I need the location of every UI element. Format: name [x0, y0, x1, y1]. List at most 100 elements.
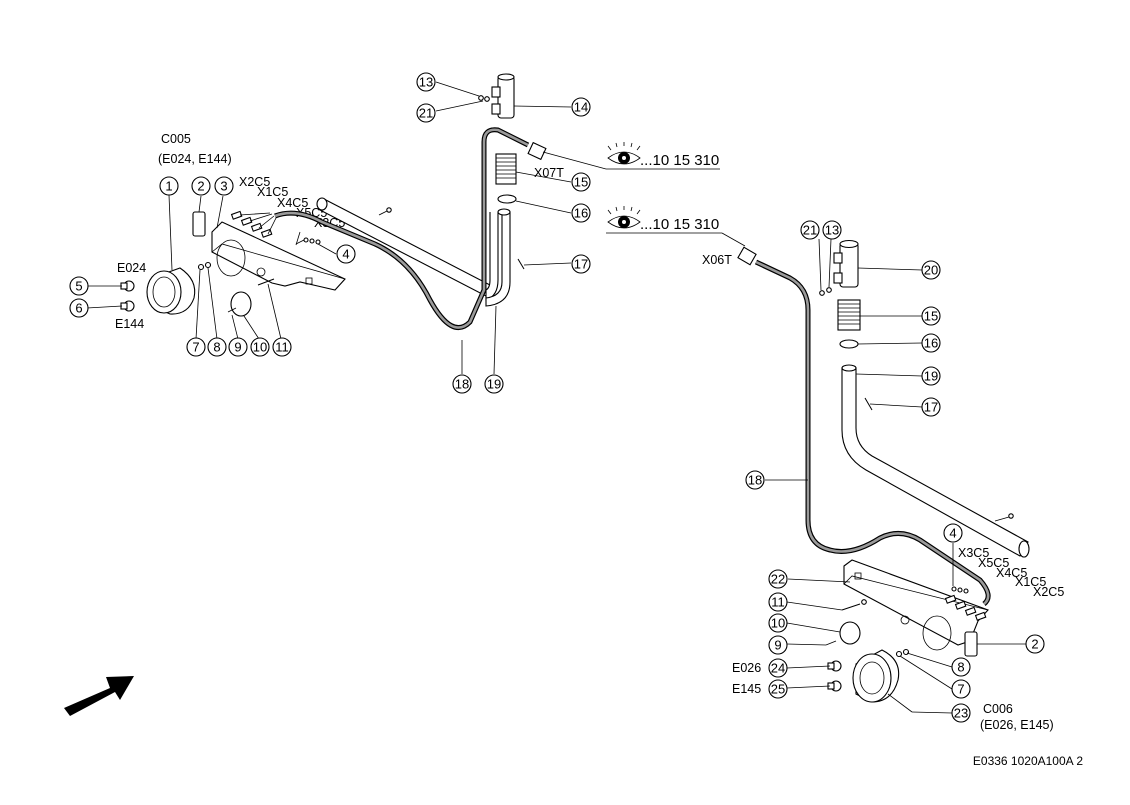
callout-25: 25 [768, 679, 788, 699]
callout-18: 18 [745, 470, 765, 490]
callout-3: 3 [214, 176, 234, 196]
callout-19: 19 [921, 366, 941, 386]
svg-text:1: 1 [165, 179, 172, 194]
right-connector-label: C006 [983, 702, 1013, 716]
callout-2: 2 [1025, 634, 1045, 654]
cable-plug [527, 141, 547, 161]
see-reference-text: ...10 15 310 [640, 152, 719, 169]
callout-9: 9 [768, 635, 788, 655]
left-bulb-lower-label: E144 [115, 317, 144, 331]
svg-text:3: 3 [220, 179, 227, 194]
washer-icon [1008, 513, 1014, 519]
reflector-lens [192, 211, 206, 237]
leader-lines [765, 238, 1026, 714]
support-tube [841, 364, 1030, 558]
callout-7: 7 [951, 679, 971, 699]
svg-text:19: 19 [924, 369, 938, 384]
callout-19: 19 [484, 374, 504, 394]
svg-text:8: 8 [213, 340, 220, 355]
right-lamps-label: (E026, E145) [980, 718, 1054, 732]
left-connector-label: C005 [161, 132, 191, 146]
svg-text:20: 20 [924, 263, 938, 278]
reflector-lens [964, 631, 978, 657]
screw-icon [841, 603, 861, 611]
svg-text:2: 2 [1031, 637, 1038, 652]
svg-text:10: 10 [253, 340, 267, 355]
svg-text:18: 18 [748, 473, 762, 488]
eye-icon [607, 142, 641, 165]
lamp-cover [230, 291, 252, 317]
svg-text:21: 21 [419, 106, 433, 121]
callout-11: 11 [272, 337, 292, 357]
svg-text:13: 13 [825, 223, 839, 238]
right-plug-label: X3C5 [958, 546, 989, 560]
see-reference: ...10 15 310 [606, 206, 746, 247]
callout-8: 8 [951, 657, 971, 677]
spring [495, 153, 517, 185]
callout-15: 15 [921, 306, 941, 326]
svg-text:16: 16 [924, 336, 938, 351]
callout-9: 9 [228, 337, 248, 357]
callout-23: 23 [951, 703, 971, 723]
callout-17: 17 [921, 397, 941, 417]
left-bulb-upper-label: E024 [117, 261, 146, 275]
callout-4: 4 [336, 244, 356, 264]
callout-22: 22 [768, 569, 788, 589]
callout-6: 6 [69, 298, 89, 318]
tube-clamp [833, 239, 859, 288]
callout-11: 11 [768, 592, 788, 612]
svg-text:2: 2 [197, 179, 204, 194]
nut-icon [204, 261, 212, 269]
support-tube [485, 208, 511, 307]
lamp-cover [839, 621, 861, 645]
callout-24: 24 [768, 658, 788, 678]
callout-10: 10 [768, 613, 788, 633]
callout-21: 21 [800, 220, 820, 240]
right-bulb-upper-label: E026 [732, 661, 761, 675]
svg-text:7: 7 [957, 682, 964, 697]
left-plug-label: X4C5 [277, 196, 308, 210]
svg-text:15: 15 [924, 309, 938, 324]
svg-text:13: 13 [419, 75, 433, 90]
svg-text:17: 17 [924, 400, 938, 415]
left-assembly: C005 (E024, E144) E024 E144 X2C5 X1C5 X4… [69, 72, 720, 394]
callout-13: 13 [416, 72, 436, 92]
washer-icon [861, 599, 867, 605]
callout-17: 17 [571, 254, 591, 274]
callout-7: 7 [186, 337, 206, 357]
svg-text:14: 14 [574, 100, 588, 115]
callout-2: 2 [191, 176, 211, 196]
svg-text:24: 24 [771, 661, 785, 676]
svg-text:17: 17 [574, 257, 588, 272]
bulb-icon [120, 280, 135, 312]
plug-connector-cluster [944, 594, 987, 621]
right-plug-label: X5C5 [978, 556, 1009, 570]
callout-10: 10 [250, 337, 270, 357]
svg-text:22: 22 [771, 572, 785, 587]
washer-icon [484, 96, 490, 102]
eye-icon [607, 206, 641, 229]
washer-icon [819, 290, 825, 296]
svg-text:18: 18 [455, 377, 469, 392]
callout-8: 8 [207, 337, 227, 357]
callout-18: 18 [452, 374, 472, 394]
screw-set-icon [951, 586, 969, 594]
svg-text:9: 9 [774, 638, 781, 653]
screw-icon [825, 640, 837, 646]
washer-icon [826, 287, 832, 293]
see-reference: ...10 15 310 [606, 142, 720, 170]
svg-text:9: 9 [234, 340, 241, 355]
lamp-housing [146, 267, 196, 315]
plug-connector-cluster [230, 210, 277, 238]
callout-13: 13 [822, 220, 842, 240]
mounting-bracket [211, 221, 346, 291]
svg-text:5: 5 [75, 279, 82, 294]
callout-20: 20 [921, 260, 941, 280]
callout-15: 15 [571, 172, 591, 192]
direction-arrow-icon [64, 676, 134, 716]
right-plug-label: X2C5 [1033, 585, 1064, 599]
callout-14: 14 [571, 97, 591, 117]
nut-icon [895, 650, 903, 658]
bulb-icon [827, 660, 842, 692]
